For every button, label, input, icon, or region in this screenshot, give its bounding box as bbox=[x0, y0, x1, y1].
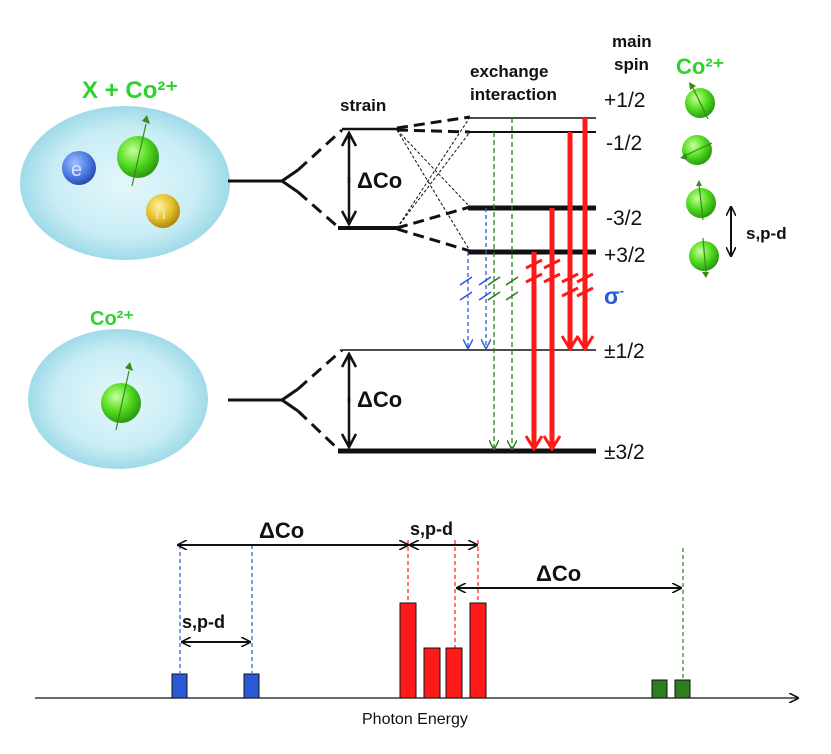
spin-arrow-2-icon bbox=[680, 153, 687, 160]
peak-red-2 bbox=[423, 647, 441, 699]
spin-axis-top bbox=[131, 123, 147, 187]
hole-label: h bbox=[155, 202, 166, 224]
peak-red-3 bbox=[445, 647, 463, 699]
spin-level-label-3: +3/2 bbox=[604, 244, 645, 267]
exchange-levels: exchange interaction main spin +1/2 -1/2… bbox=[468, 32, 652, 267]
blue-transitions bbox=[459, 208, 492, 348]
peak-green-2 bbox=[674, 679, 691, 699]
co-spin-sphere-bottom bbox=[101, 383, 141, 423]
peak-green-1 bbox=[651, 679, 668, 699]
exciton-cloud: X + Co²⁺ e h bbox=[20, 77, 230, 260]
spin-level-label-2: -3/2 bbox=[606, 207, 642, 230]
co-label-right: Co²⁺ bbox=[676, 54, 724, 79]
strain-label: strain bbox=[340, 96, 386, 115]
photon-energy-label: Photon Energy bbox=[362, 711, 468, 728]
spd-spectrum-label-bottom: s,p-d bbox=[182, 612, 225, 632]
spin-arrow-1-icon bbox=[689, 82, 696, 90]
hole-sphere bbox=[146, 194, 180, 228]
spin-level-label-4: ±1/2 bbox=[604, 340, 645, 363]
spectrum: Photon Energy ΔCo s,p-d s,p-d ΔCo bbox=[35, 518, 798, 728]
delta-co-lower-label: ΔCo bbox=[357, 387, 402, 412]
x-co-label: X + Co²⁺ bbox=[82, 77, 178, 104]
spd-spectrum-label-top: s,p-d bbox=[410, 519, 453, 539]
spin-arrow-3-icon bbox=[696, 180, 702, 186]
delta-co-spectrum-label-2: ΔCo bbox=[536, 561, 581, 586]
co-label: Co²⁺ bbox=[90, 308, 134, 330]
exchange-label-2: interaction bbox=[470, 85, 557, 104]
sigma-label: σ- bbox=[604, 283, 624, 309]
delta-co-upper-label: ΔCo bbox=[357, 168, 402, 193]
delta-co-spectrum-label-1: ΔCo bbox=[259, 518, 304, 543]
upper-splitting: strain ΔCo bbox=[228, 96, 471, 253]
electron-label: e bbox=[71, 159, 82, 181]
peak-blue-2 bbox=[243, 673, 260, 699]
spd-right-label: s,p-d bbox=[746, 224, 787, 243]
co-cloud: Co²⁺ bbox=[28, 308, 208, 469]
spin-level-label-1: -1/2 bbox=[606, 132, 642, 155]
peak-blue-1 bbox=[171, 673, 188, 699]
spin-axis-bottom bbox=[115, 370, 130, 431]
exchange-label-1: exchange bbox=[470, 62, 548, 81]
lower-splitting: ΔCo ±1/2 ±3/2 bbox=[228, 340, 645, 464]
peak-red-4 bbox=[469, 602, 487, 699]
spin-arrow-top-icon bbox=[142, 115, 150, 124]
main-spin-label-1: main bbox=[612, 32, 652, 51]
red-transitions bbox=[526, 118, 594, 449]
right-spin-column: Co²⁺ s,p-d bbox=[676, 54, 787, 278]
peak-red-1 bbox=[399, 602, 417, 699]
electron-sphere bbox=[62, 151, 96, 185]
spin-arrow-bottom-icon bbox=[125, 362, 133, 371]
spin-level-label-0: +1/2 bbox=[604, 89, 645, 112]
green-transitions bbox=[487, 118, 519, 449]
spin-level-label-5: ±3/2 bbox=[604, 441, 645, 464]
main-spin-label-2: spin bbox=[614, 55, 649, 74]
spin-arrow-4-icon bbox=[702, 272, 709, 278]
